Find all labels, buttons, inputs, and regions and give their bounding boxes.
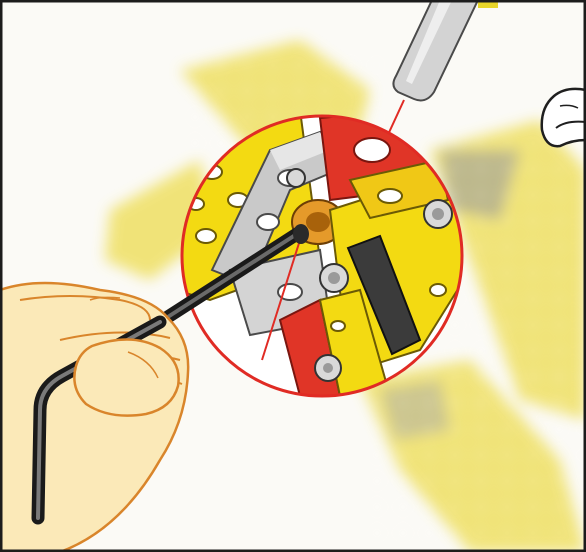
thumb — [74, 339, 178, 415]
bolt — [287, 169, 305, 187]
bolt — [315, 355, 341, 381]
bolt — [424, 200, 452, 228]
bolt — [320, 264, 348, 292]
